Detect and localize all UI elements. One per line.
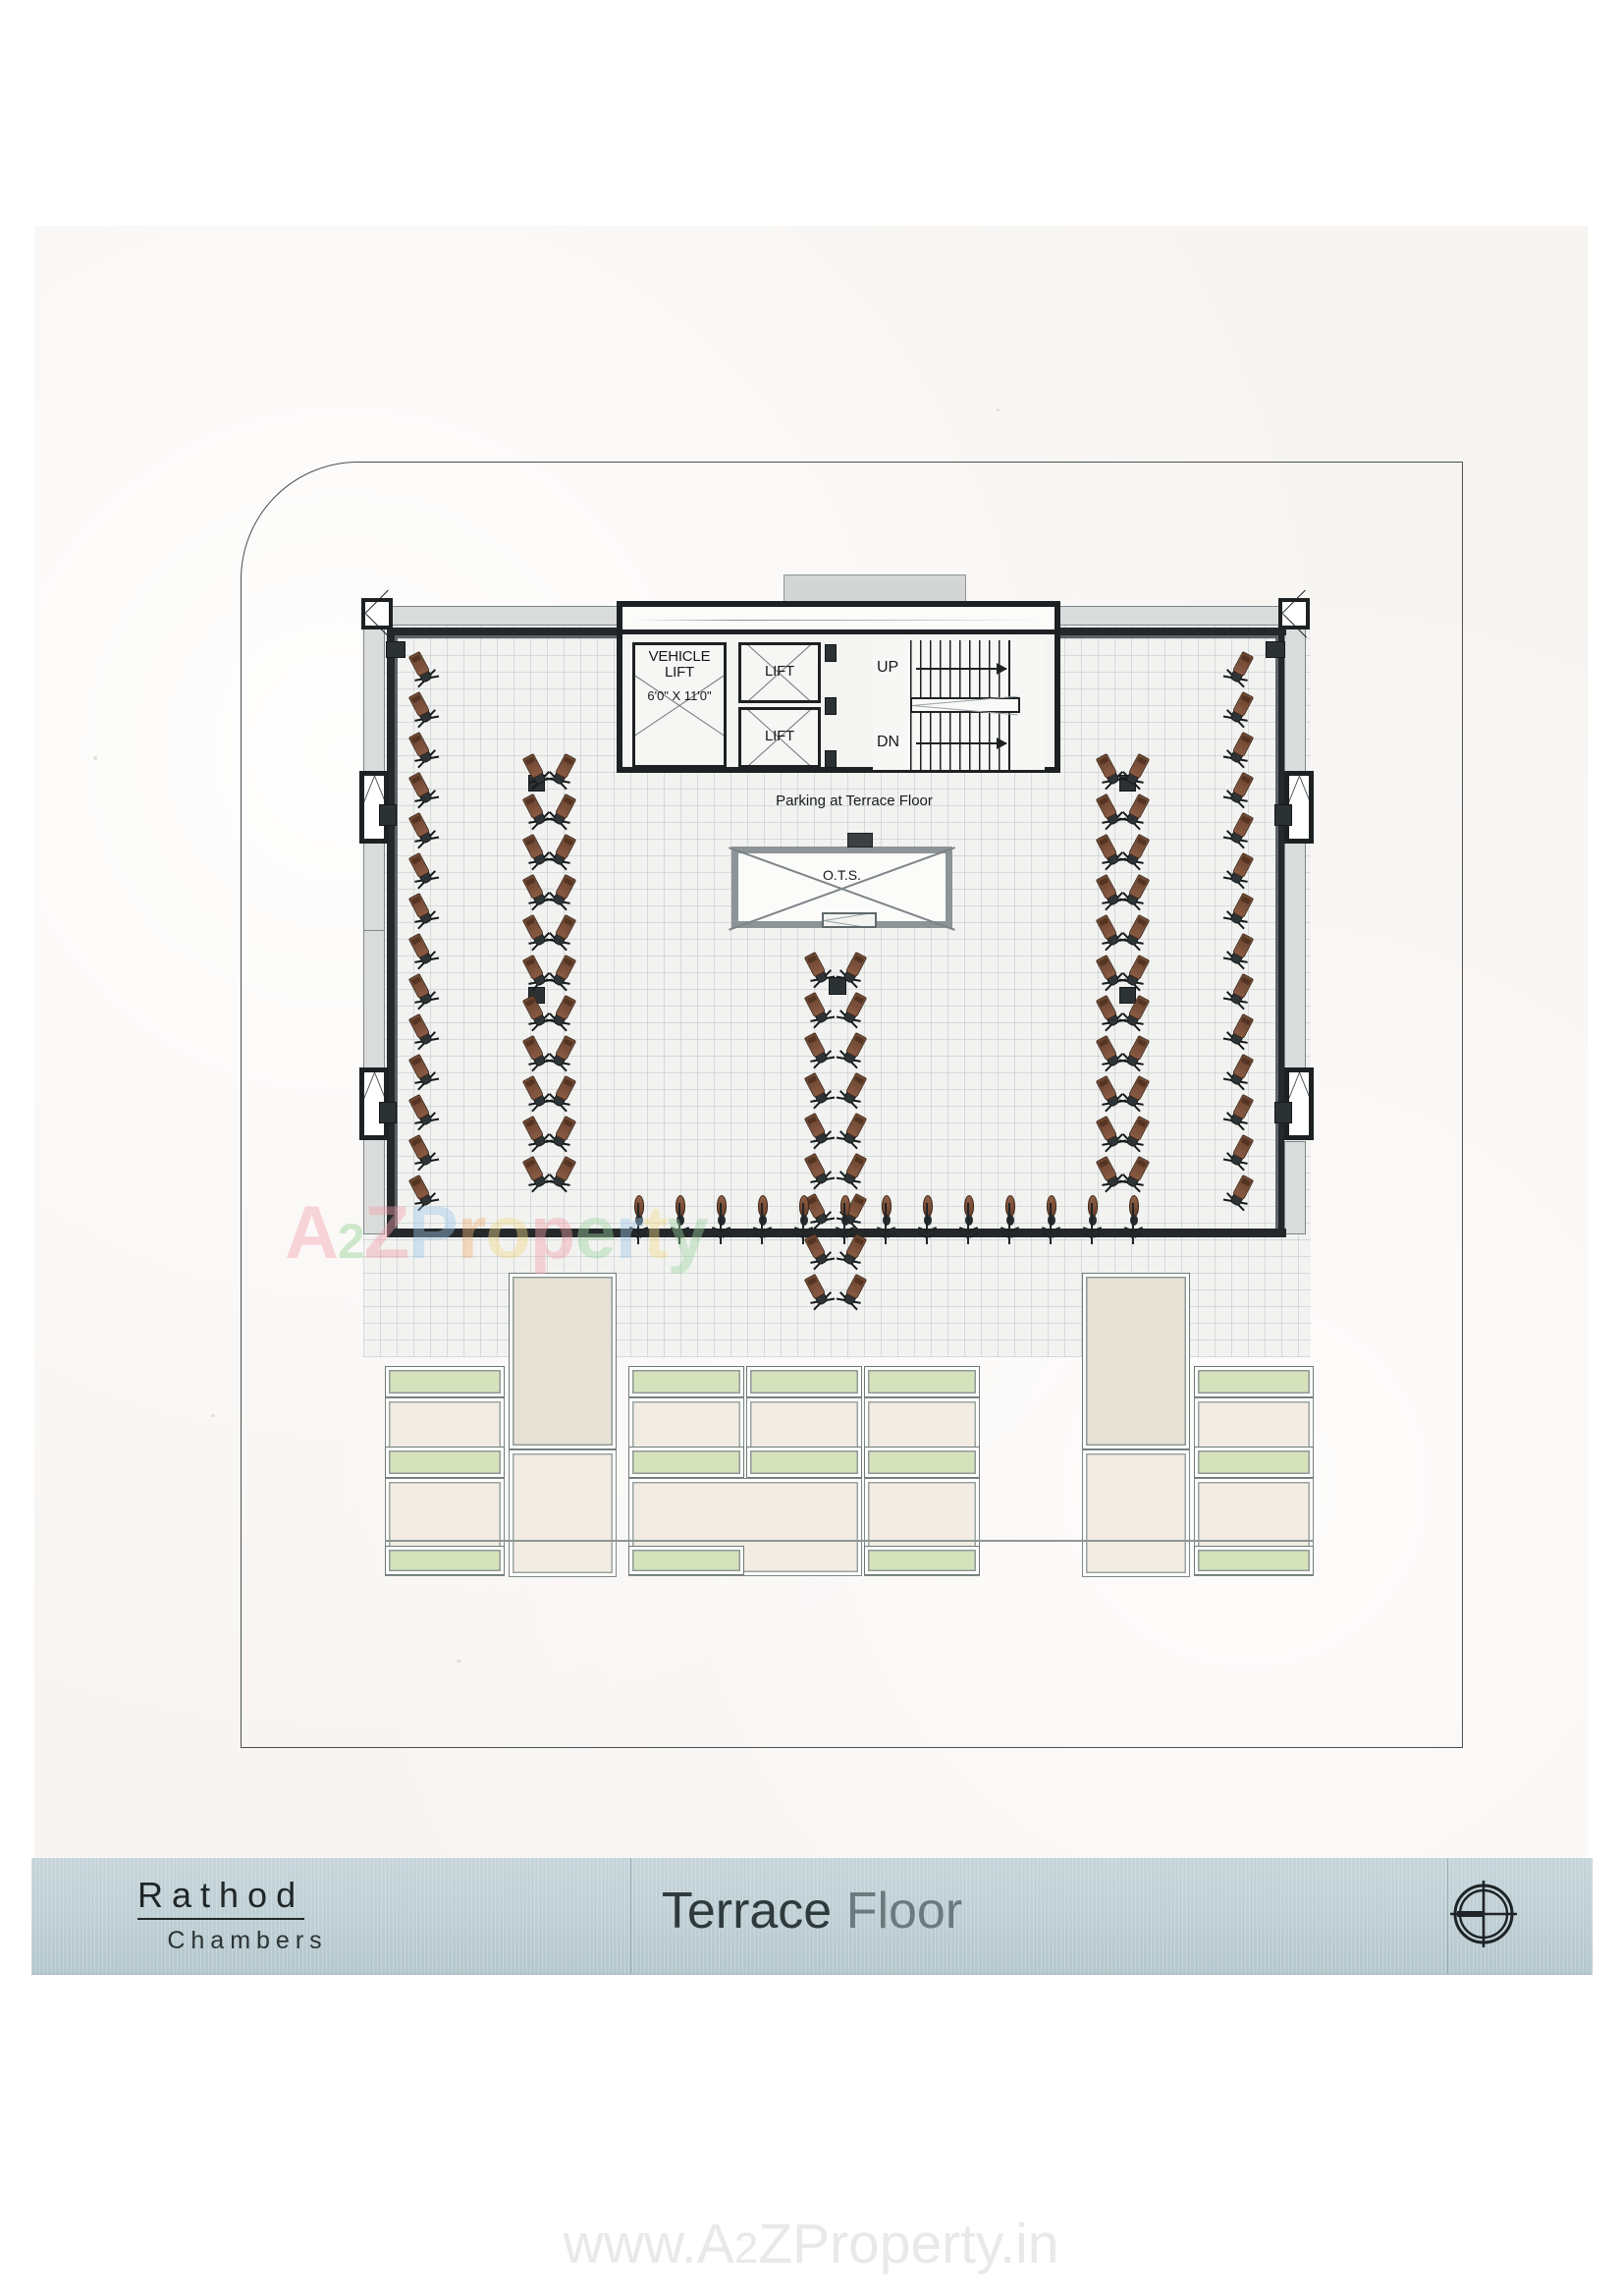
interior-column-6	[829, 977, 846, 995]
lift-upper-box: LIFT	[738, 642, 821, 703]
drawing-frame	[241, 462, 1463, 1748]
stair-landing	[910, 697, 1020, 713]
title-bar: Rathod Chambers Terrace Floor	[31, 1858, 1593, 1975]
brand-name: Rathod	[137, 1878, 305, 1920]
planter-icon	[836, 1195, 854, 1246]
slab-low-pier-right	[1082, 1449, 1190, 1577]
stair-down-arrow	[916, 738, 1007, 748]
ots-bottom-opening	[822, 912, 877, 928]
projection-pier-right	[1082, 1273, 1190, 1449]
parapet-right-b	[1284, 832, 1306, 1087]
pier-left-mid	[379, 804, 397, 826]
green-foot-1	[385, 1546, 505, 1575]
wall-bottom	[387, 1229, 1286, 1237]
planter-icon	[1042, 1195, 1060, 1246]
wall-right-lining	[1275, 635, 1278, 1229]
slab-low-pier-left	[509, 1449, 617, 1577]
planter-icon	[629, 1195, 648, 1246]
planter-icon	[1083, 1195, 1102, 1246]
stair-up-label: UP	[877, 659, 899, 676]
core-pier-3	[825, 750, 837, 768]
column-top-right	[1278, 598, 1310, 629]
green-foot-4	[1194, 1546, 1314, 1575]
green-sub-1	[385, 1447, 505, 1478]
vehicle-lift-label-line2: LIFT	[664, 664, 695, 681]
footer-url-prefix: www.A	[563, 2213, 734, 2275]
green-sub-4	[864, 1447, 980, 1478]
pier-right-top	[1266, 641, 1285, 658]
green-sub-5	[1194, 1447, 1314, 1478]
green-band-2	[628, 1366, 744, 1397]
planter-icon	[1124, 1195, 1143, 1246]
staircase: UP DN	[873, 640, 1045, 770]
wall-right	[1276, 628, 1284, 1236]
lift-lower-box: LIFT	[738, 707, 821, 768]
floor-title: Terrace Floor	[31, 1883, 1593, 1940]
planter-icon	[959, 1195, 978, 1246]
vehicle-lift-dimension: 6'0" X 11'0"	[647, 688, 712, 703]
core-pier-2	[825, 697, 837, 715]
vehicle-lift-label-line1: VEHICLE	[648, 648, 711, 665]
green-band-1	[385, 1366, 505, 1397]
ots-label: O.T.S.	[823, 867, 861, 883]
planter-icon	[1000, 1195, 1019, 1246]
north-compass-icon	[1445, 1876, 1522, 1952]
footer-url-suffix: ZProperty.in	[758, 2213, 1059, 2275]
ground-line	[385, 1540, 1314, 1542]
floor-plan: VEHICLE LIFT 6'0" X 11'0" LIFT LIFT	[359, 574, 1314, 1357]
green-band-5	[1194, 1366, 1314, 1397]
planter-icon	[753, 1195, 772, 1246]
green-foot-3	[864, 1546, 980, 1575]
planter-icon	[918, 1195, 937, 1246]
footer-url-sub: 2	[733, 2224, 759, 2272]
green-sub-2	[628, 1447, 744, 1478]
lift-upper-label: LIFT	[764, 663, 795, 680]
stair-down-label: DN	[877, 734, 900, 750]
stair-up-arrow	[916, 664, 1007, 674]
pier-right-low	[1274, 1102, 1292, 1123]
core-corridor	[622, 607, 1054, 634]
projection-pier-left	[509, 1273, 617, 1449]
pier-left-top	[386, 641, 406, 658]
parapet-right-c	[1284, 1141, 1306, 1234]
green-band-3	[746, 1366, 862, 1397]
core-pier-1	[825, 644, 837, 662]
green-foot-2	[628, 1546, 744, 1575]
parapet-right-a	[1284, 620, 1306, 777]
planter-icon	[794, 1195, 813, 1246]
ots-top-pier	[847, 833, 873, 847]
planter-icon	[712, 1195, 730, 1246]
green-band-4	[864, 1366, 980, 1397]
planter-icon	[877, 1195, 895, 1246]
roof-block-above-core	[784, 574, 966, 602]
brand-block: Rathod Chambers	[137, 1878, 461, 1955]
brand-subtitle: Chambers	[167, 1927, 328, 1954]
column-top-left	[361, 598, 393, 629]
wall-left-lining	[395, 635, 398, 1229]
planter-icon	[671, 1195, 689, 1246]
floor-title-light: Floor	[845, 1883, 963, 1940]
parking-floor-label: Parking at Terrace Floor	[776, 793, 933, 809]
footer-url-watermark: www.A2ZProperty.in	[0, 2212, 1622, 2276]
wall-left	[387, 628, 395, 1236]
lift-lower-label: LIFT	[764, 728, 795, 744]
interior-column-3	[1119, 775, 1136, 792]
vehicle-lift-box: VEHICLE LIFT 6'0" X 11'0"	[632, 642, 727, 768]
interior-column-4	[1119, 987, 1136, 1004]
interior-column-2	[528, 987, 545, 1004]
lift-stair-core: VEHICLE LIFT 6'0" X 11'0" LIFT LIFT	[617, 601, 1060, 773]
pier-right-mid	[1274, 804, 1292, 826]
floor-title-strong: Terrace	[661, 1883, 833, 1940]
green-sub-3	[746, 1447, 862, 1478]
pier-left-low	[379, 1102, 397, 1123]
interior-column-1	[528, 775, 545, 792]
